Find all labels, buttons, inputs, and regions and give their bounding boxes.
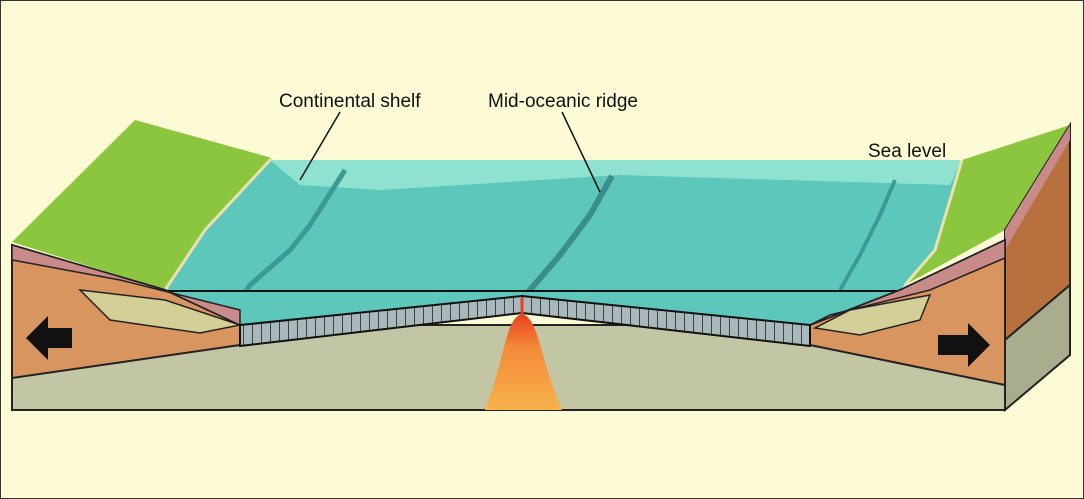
continental-shelf-label: Continental shelf bbox=[279, 91, 421, 112]
left-sediment-pink bbox=[11, 243, 241, 327]
ocean-surface-far bbox=[270, 160, 962, 190]
sea-level-label: Sea level bbox=[868, 141, 946, 162]
mid-oceanic-ridge-leader bbox=[561, 111, 601, 193]
right-sediment-pink bbox=[809, 238, 1006, 326]
left-sediment-fill bbox=[77, 289, 243, 334]
magma-plume bbox=[485, 314, 562, 410]
continental-shelf-leader bbox=[299, 111, 341, 181]
left-land bbox=[12, 120, 272, 290]
block-side-pink bbox=[1005, 125, 1070, 250]
arrow-right-icon bbox=[938, 323, 990, 367]
ocean-surface bbox=[165, 160, 962, 290]
oceanic-plate bbox=[239, 294, 811, 348]
mid-oceanic-ridge-label: Mid-oceanic ridge bbox=[488, 91, 638, 112]
right-sediment-fill bbox=[812, 294, 932, 336]
arrow-left-icon bbox=[26, 316, 72, 360]
ocean-cross-section bbox=[165, 290, 900, 325]
shelf-edge-right bbox=[838, 179, 897, 291]
right-land bbox=[905, 125, 1070, 285]
